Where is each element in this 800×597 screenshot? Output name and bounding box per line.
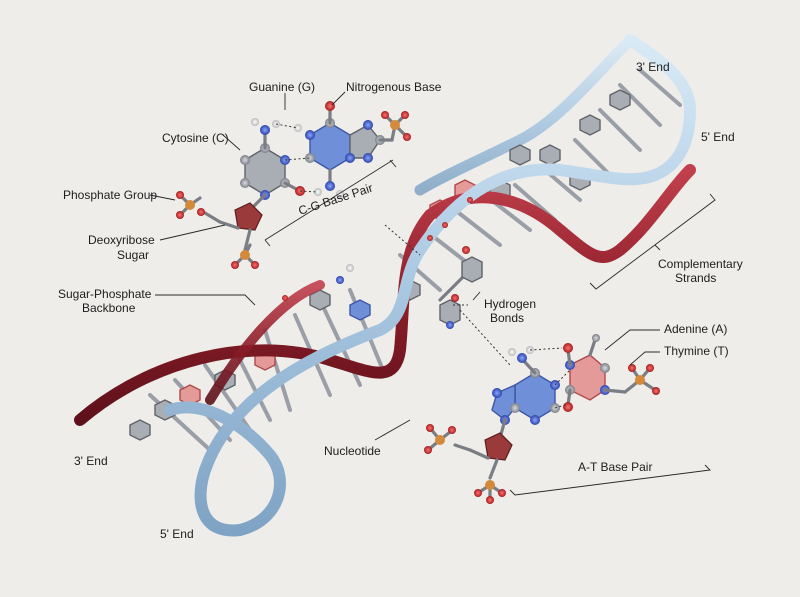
deoxyribose-sugar [198,193,267,252]
thymine-molecule [563,334,627,412]
label-cg-base-pair: C-G Base Pair [297,181,375,218]
label-deoxyribose-line2: Sugar [117,248,149,262]
adenine-molecule [491,346,560,440]
guanine-phosphate [381,111,411,142]
leader-lines [149,91,716,496]
central-base-molecule [336,246,483,329]
red-strand-back [205,280,325,405]
cg-base-pair-molecule [176,101,411,269]
label-guanine: Guanine (G) [249,80,315,94]
label-hydrogen-line2: Bonds [490,311,524,325]
label-complementary-line2: Strands [675,271,716,285]
blue-strand [164,34,697,537]
helix-phosphates [282,197,473,301]
blue-strand-back [414,34,636,196]
red-strand [74,164,696,426]
adenine-sugar [453,432,513,480]
label-cytosine: Cytosine (C) [162,131,229,145]
label-5-end-bottom: 5' End [160,527,194,541]
label-nitrogenous-base: Nitrogenous Base [346,80,442,94]
label-deoxyribose-line1: Deoxyribose [88,233,155,247]
label-complementary-line1: Complementary [658,257,743,271]
label-at-base-pair: A-T Base Pair [578,460,652,474]
label-thymine: Thymine (T) [664,344,729,358]
sugar-phosphate-lower [231,243,259,269]
adenine-phosphate [424,424,506,504]
thymine-phosphate [623,364,660,395]
label-3-end-bottom: 3' End [74,454,108,468]
label-hydrogen-line1: Hydrogen [484,297,536,311]
at-base-pair-molecule [424,334,660,504]
label-backbone-line1: Sugar-Phosphate [58,287,152,301]
double-helix [74,34,697,537]
label-adenine: Adenine (A) [664,322,727,336]
cytosine-molecule [244,147,286,196]
label-5-end-top: 5' End [701,130,735,144]
phosphate-group [176,191,205,219]
label-phosphate-group: Phosphate Group [63,188,157,202]
guanine-molecule [294,101,394,198]
label-nucleotide: Nucleotide [324,444,381,458]
label-backbone-line2: Backbone [82,301,136,315]
label-3-end-top: 3' End [636,60,670,74]
